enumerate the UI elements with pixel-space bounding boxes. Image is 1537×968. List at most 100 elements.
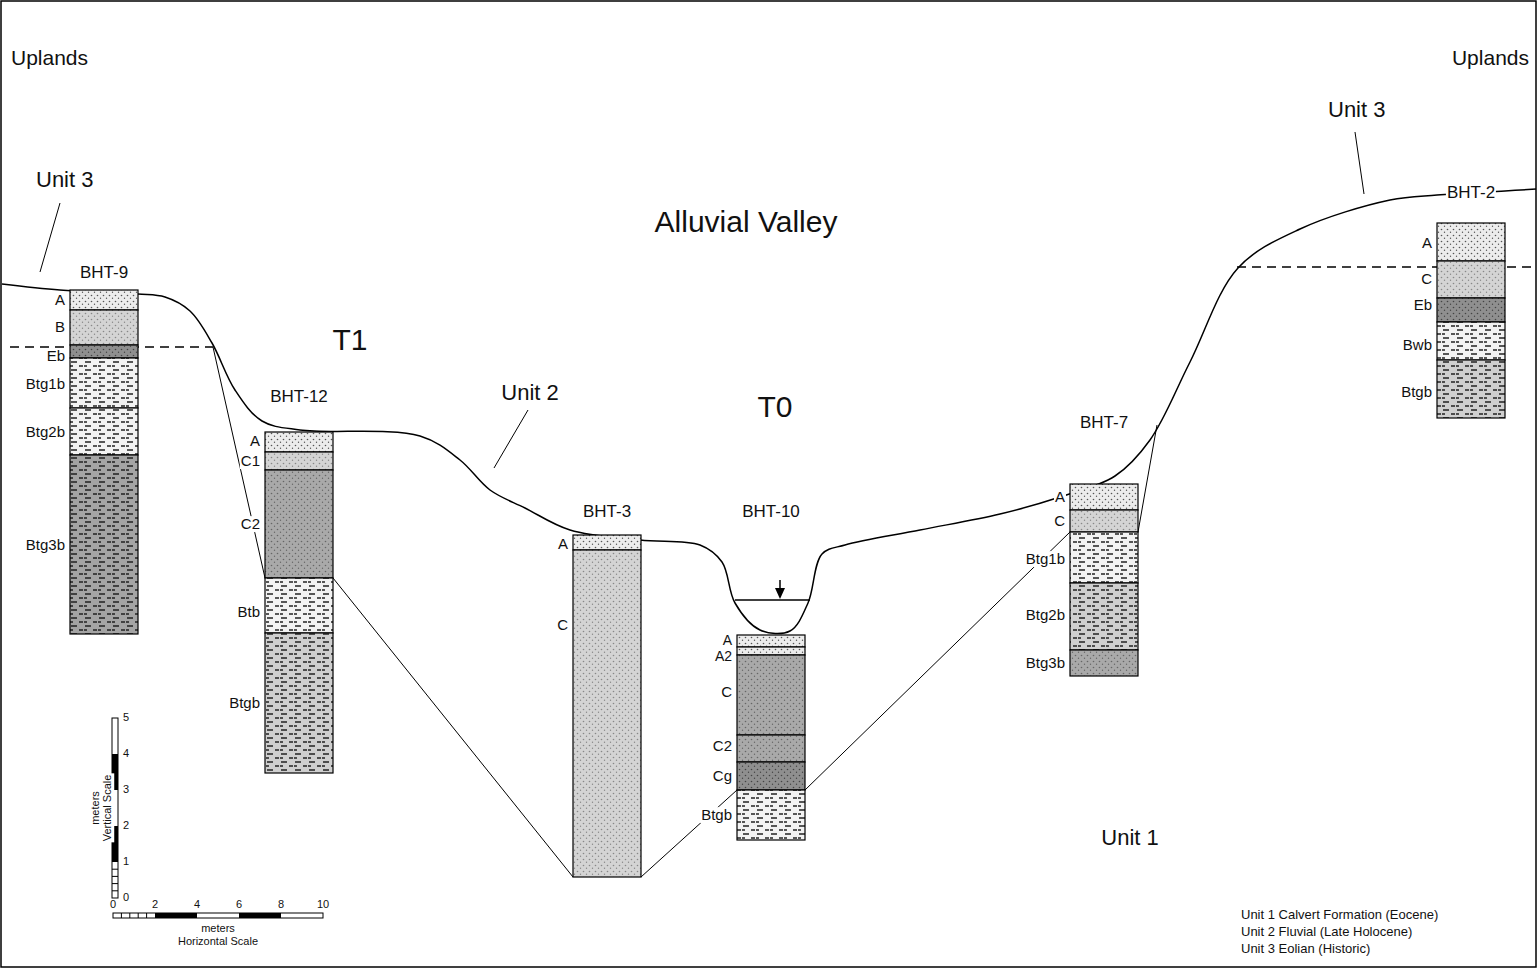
soil-horizon xyxy=(70,345,138,358)
horizon-label: Btgb xyxy=(228,695,261,711)
soil-horizon xyxy=(737,635,805,647)
horizon-label: Btgb xyxy=(700,807,733,823)
leader-line xyxy=(1355,132,1364,194)
scale-number: 6 xyxy=(235,899,243,911)
horizon-label: C xyxy=(720,684,733,700)
soil-horizon xyxy=(1070,532,1138,583)
horizon-label: Btg1b xyxy=(25,376,66,392)
soil-horizon xyxy=(737,655,805,735)
scale-number: 0 xyxy=(122,892,130,904)
scale-number: 2 xyxy=(151,899,159,911)
horizon-label: Btg1b xyxy=(1025,551,1066,567)
scale-title: Vertical Scale xyxy=(102,774,114,843)
horizon-label: A2 xyxy=(714,649,733,664)
legend-note: Unit 1 Calvert Formation (Eocene) xyxy=(1240,908,1439,922)
region-name: Uplands xyxy=(1451,47,1530,69)
horizon-label: C2 xyxy=(240,516,261,532)
horizon-label: A xyxy=(54,292,66,308)
soil-horizon xyxy=(265,452,333,470)
scale-number: 3 xyxy=(122,784,130,796)
landform-title: Alluvial Valley xyxy=(654,206,839,238)
soil-horizon xyxy=(737,790,805,840)
soil-horizon xyxy=(573,535,641,550)
correlation-line xyxy=(1138,425,1157,532)
horizon-label: Eb xyxy=(1413,297,1433,313)
soil-horizon xyxy=(1437,360,1505,418)
soil-horizon xyxy=(1437,261,1505,298)
horizon-label: C2 xyxy=(712,738,733,754)
soil-horizon xyxy=(70,290,138,310)
soil-horizon xyxy=(70,310,138,345)
scale-unit: meters xyxy=(90,790,102,826)
correlation-line xyxy=(213,347,265,578)
scale-number: 0 xyxy=(109,899,117,911)
scale-unit: meters xyxy=(200,923,236,935)
borehole-name: BHT-7 xyxy=(1079,414,1129,432)
horizon-label: C1 xyxy=(240,453,261,469)
soil-horizon xyxy=(737,735,805,762)
legend-note: Unit 3 Eolian (Historic) xyxy=(1240,942,1371,956)
region-name: Uplands xyxy=(10,47,89,69)
borehole-name: BHT-9 xyxy=(79,264,129,282)
borehole-name: BHT-12 xyxy=(269,388,329,406)
horizon-label: B xyxy=(54,319,66,335)
soil-horizon xyxy=(1437,298,1505,322)
horizon-label: C xyxy=(556,617,569,633)
horizon-label: A xyxy=(1054,489,1066,505)
soil-horizon xyxy=(737,762,805,790)
borehole-column xyxy=(1437,223,1505,418)
scale-number: 10 xyxy=(316,899,330,911)
scale-number: 1 xyxy=(122,856,130,868)
horizontal-scale-bar xyxy=(113,913,323,918)
soil-horizon xyxy=(265,633,333,773)
scale-number: 2 xyxy=(122,820,130,832)
soil-horizon xyxy=(1070,510,1138,532)
horizon-label: Btg3b xyxy=(1025,655,1066,671)
horizon-label: Btb xyxy=(236,604,261,620)
correlation-line xyxy=(333,578,573,877)
scale-number: 4 xyxy=(122,748,130,760)
horizon-label: Btg2b xyxy=(1025,607,1066,623)
scale-title: Horizontal Scale xyxy=(177,936,259,948)
horizon-label: Btgb xyxy=(1400,384,1433,400)
water-level xyxy=(735,599,810,600)
horizon-label: C xyxy=(1420,271,1433,287)
unit-label: Unit 2 xyxy=(500,381,559,404)
soil-horizon xyxy=(1437,322,1505,360)
soil-horizon xyxy=(1070,484,1138,510)
leader-line xyxy=(494,410,528,468)
horizon-label: Bwb xyxy=(1402,337,1433,353)
scale-number: 8 xyxy=(277,899,285,911)
horizon-label: A xyxy=(249,433,261,449)
scale-number: 4 xyxy=(193,899,201,911)
terrace-label: T1 xyxy=(331,324,368,356)
scale-number: 5 xyxy=(122,712,130,724)
soil-horizon xyxy=(737,647,805,655)
soil-horizon xyxy=(1437,223,1505,261)
terrace-label: T0 xyxy=(756,391,793,423)
soil-horizon xyxy=(1070,650,1138,676)
borehole-column xyxy=(265,432,333,773)
unit-label: Unit 3 xyxy=(35,168,94,191)
horizon-label: Btg2b xyxy=(25,424,66,440)
ground-surface xyxy=(2,189,1536,634)
correlation-line xyxy=(805,532,1070,790)
soil-horizon xyxy=(573,550,641,877)
correlation-line xyxy=(641,790,737,877)
unit-label: Unit 3 xyxy=(1327,98,1386,121)
soil-horizon xyxy=(265,432,333,452)
borehole-name: BHT-2 xyxy=(1446,184,1496,202)
borehole-column xyxy=(1070,484,1138,676)
horizon-label: Cg xyxy=(712,768,733,784)
horizon-label: Eb xyxy=(46,348,66,364)
borehole-column xyxy=(573,535,641,877)
horizon-label: A xyxy=(557,536,569,552)
water-arrow xyxy=(775,588,785,599)
soil-horizon xyxy=(70,408,138,455)
horizon-label: A xyxy=(1421,235,1433,251)
legend-note: Unit 2 Fluvial (Late Holocene) xyxy=(1240,925,1413,939)
borehole-column xyxy=(737,635,805,840)
leader-line xyxy=(40,203,60,272)
